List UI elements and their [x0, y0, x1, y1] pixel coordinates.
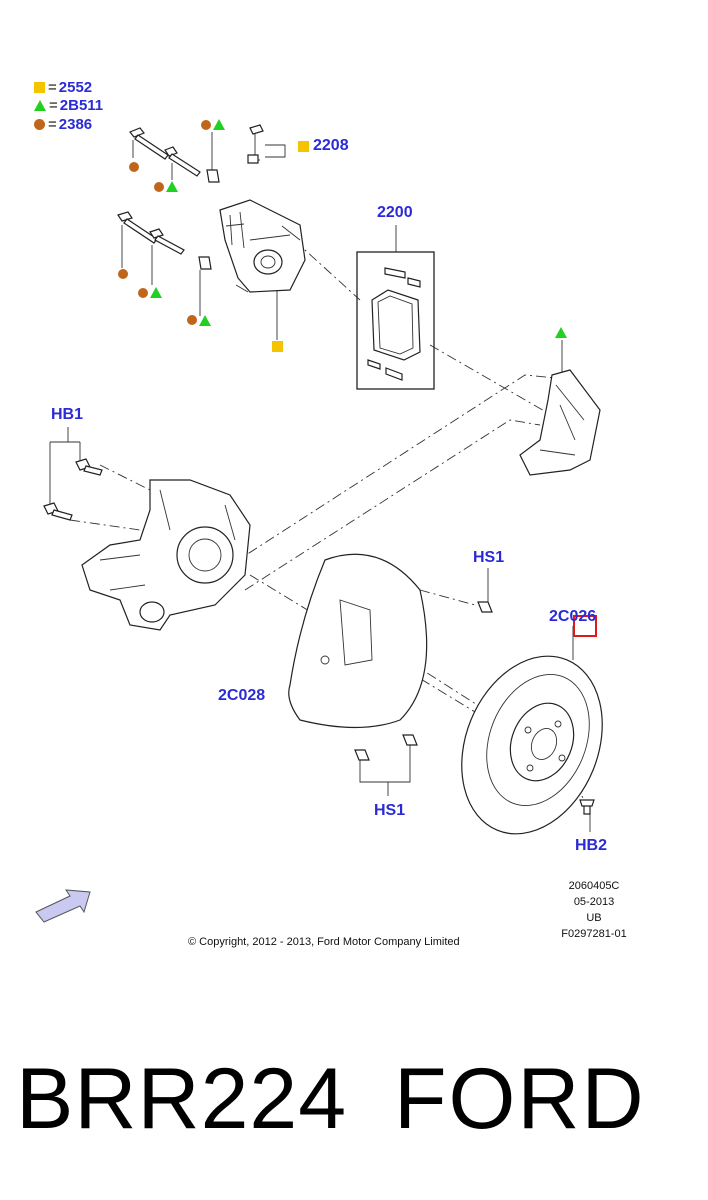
brake-caliper [219, 199, 306, 293]
figure-number: F0297281-01 [561, 928, 627, 940]
centerline-hs1-top [419, 589, 476, 606]
diagram-drawing [35, 119, 603, 923]
diagram-markers [118, 119, 567, 352]
legend-row-triangle: = 2B511 [34, 96, 103, 114]
square-icon [34, 81, 45, 93]
copyright-notice: © Copyright, 2012 - 2013, Ford Motor Com… [188, 936, 460, 948]
callout-2208: 2208 [313, 137, 349, 154]
pad-kit-box [356, 251, 435, 390]
centerline-knuckle-bracket-lower [244, 419, 541, 591]
centerline-knuckle-bracket-upper [214, 374, 556, 576]
centerline-hb1-upper [99, 464, 151, 491]
brake-pads [367, 267, 421, 381]
brake-disc [461, 655, 603, 835]
callout-hs1-top: HS1 [473, 549, 505, 566]
legend-row-square: = 2552 [34, 78, 92, 96]
legend-row-circle: = 2386 [34, 115, 92, 133]
hb1-bolts [43, 458, 103, 521]
exploded-parts-diagram [35, 119, 603, 923]
figure-region: UB [586, 912, 602, 924]
caliper-bolts [117, 124, 264, 270]
callout-2c026: 2C026 [549, 608, 597, 625]
legend-equals: = [48, 78, 57, 96]
hs1-bolts [354, 601, 493, 761]
highlight-box [573, 615, 597, 637]
orientation-arrow-icon [35, 889, 91, 923]
callout-2c028: 2C028 [218, 687, 266, 704]
brand-name: FORD [394, 1051, 646, 1147]
hb2-bolt [579, 799, 595, 815]
figure-date: 05-2013 [573, 896, 615, 908]
caliper-bracket [519, 369, 601, 476]
legend-equals: = [48, 115, 57, 133]
legend-label: 2386 [58, 115, 93, 133]
callout-hb2: HB2 [575, 837, 608, 854]
triangle-icon [34, 99, 46, 111]
figure-code: 2060405C [568, 880, 620, 892]
callout-2200: 2200 [377, 204, 413, 221]
legend-label: 2B511 [59, 96, 104, 114]
rear-knuckle [81, 479, 251, 631]
centerline-pad-bracket [429, 344, 561, 421]
callout-hs1-bottom: HS1 [374, 802, 406, 819]
part-number: BRR224 [16, 1051, 348, 1147]
legend-label: 2552 [58, 78, 93, 96]
dust-shield [288, 553, 428, 729]
centerline-hb1-lower [69, 519, 141, 531]
legend-equals: = [49, 96, 58, 114]
callout-hb1: HB1 [51, 406, 84, 423]
circle-icon [34, 118, 45, 130]
